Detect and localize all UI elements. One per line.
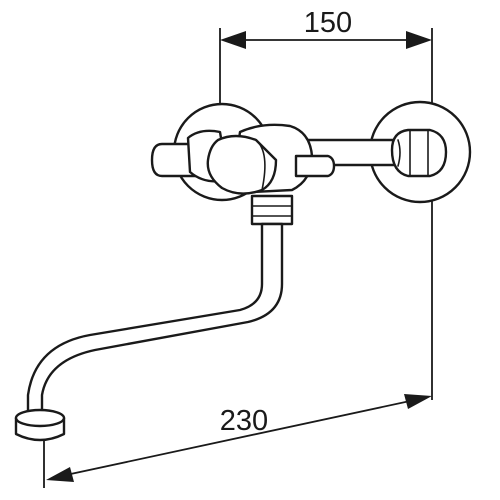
dimension-150: 150 (220, 7, 432, 49)
arrow-diag-left-icon (46, 467, 74, 482)
arrow-right-icon (406, 31, 432, 49)
right-lever-stub (294, 154, 336, 178)
arrow-diag-right-icon (404, 394, 432, 409)
spout-neck-connector (250, 194, 294, 226)
dimension-label-150: 150 (304, 7, 352, 39)
right-hex-nut (390, 128, 448, 178)
spout-pipe (26, 222, 284, 417)
spout-aerator (14, 408, 66, 442)
dimension-label-230: 230 (220, 405, 268, 437)
arrow-left-icon (220, 31, 246, 49)
dimension-230: 230 (46, 394, 432, 482)
center-handle-knob (206, 134, 278, 195)
